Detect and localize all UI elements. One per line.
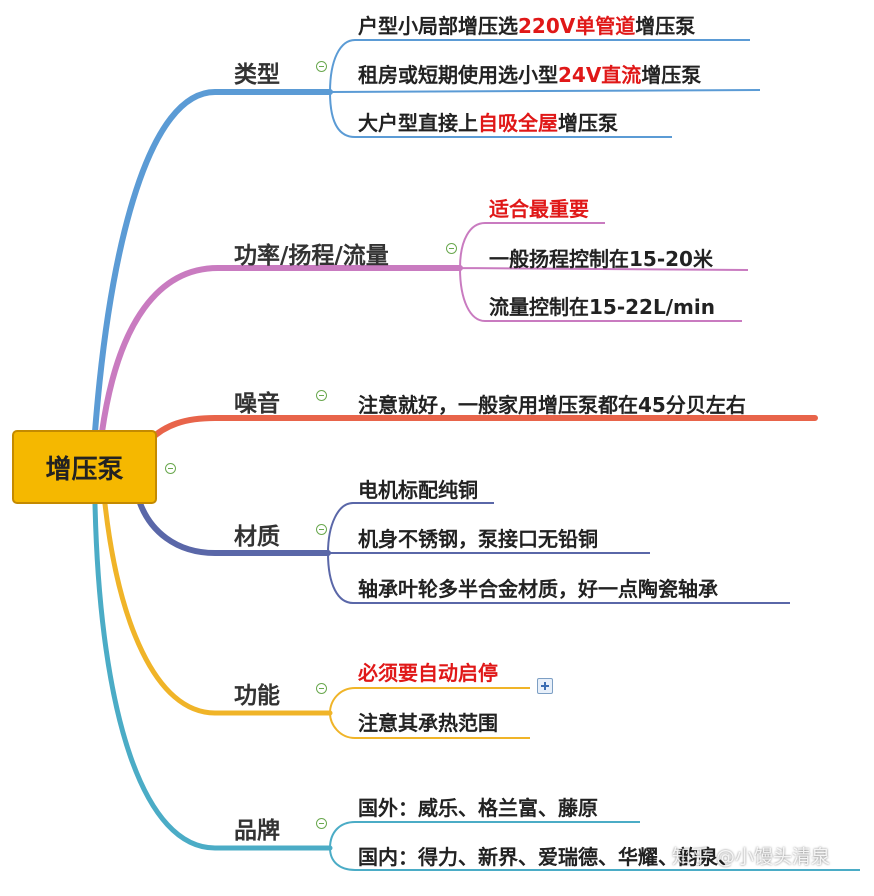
branch-label-material[interactable]: 材质: [234, 524, 280, 550]
collapse-toggle-icon[interactable]: [316, 818, 327, 829]
leaf-material-2[interactable]: 机身不锈钢，泵接口无铅铜: [358, 527, 598, 551]
leaf-function-2[interactable]: 注意其承热范围: [358, 711, 498, 735]
branch-label-noise[interactable]: 噪音: [234, 391, 280, 417]
collapse-toggle-icon[interactable]: [316, 61, 327, 72]
branch-label-function[interactable]: 功能: [234, 683, 280, 709]
collapse-toggle-icon[interactable]: [446, 243, 457, 254]
branch-curve-function: [102, 501, 333, 716]
leaf-power-2[interactable]: 一般扬程控制在15-20米: [489, 247, 713, 271]
sub-connector-brand: [329, 821, 860, 871]
leaf-type-3[interactable]: 大户型直接上自吸全屋增压泵: [358, 111, 618, 135]
leaf-brand-2[interactable]: 国内：得力、新界、爱瑞德、华耀、韵泉、: [358, 845, 738, 869]
collapse-toggle-icon[interactable]: [316, 683, 327, 694]
leaf-noise-1[interactable]: 注意就好，一般家用增压泵都在45分贝左右: [358, 393, 746, 417]
leaf-function-1[interactable]: 必须要自动启停: [358, 661, 498, 685]
leaf-power-3[interactable]: 流量控制在15-22L/min: [489, 295, 715, 319]
branch-curve-power: [99, 265, 463, 435]
sub-connector-type: [329, 39, 761, 138]
collapse-toggle-icon[interactable]: [316, 390, 327, 401]
sub-connector-function: [329, 687, 530, 739]
branch-curve-brand: [92, 501, 333, 851]
branch-label-power[interactable]: 功率/扬程/流量: [234, 243, 389, 269]
sub-connector-power: [459, 222, 749, 322]
collapse-toggle-icon[interactable]: [316, 524, 327, 535]
root-node[interactable]: 增压泵: [12, 430, 157, 504]
leaf-material-1[interactable]: 电机标配纯铜: [358, 478, 478, 502]
watermark: 知乎 @小馒头清泉: [672, 846, 831, 868]
collapse-toggle-icon[interactable]: [165, 463, 176, 474]
expand-plus-icon[interactable]: [537, 678, 553, 694]
branch-label-type[interactable]: 类型: [234, 62, 280, 88]
branch-label-brand[interactable]: 品牌: [234, 818, 280, 844]
leaf-type-1[interactable]: 户型小局部增压选220V单管道增压泵: [358, 14, 696, 38]
branch-curve-type: [92, 89, 333, 435]
leaf-brand-1[interactable]: 国外：威乐、格兰富、藤原: [358, 796, 598, 820]
branch-curve-material: [137, 500, 331, 556]
branch-curve-noise: [147, 415, 818, 443]
sub-connector-material: [327, 502, 790, 604]
leaf-type-2[interactable]: 租房或短期使用选小型24V直流增压泵: [358, 63, 702, 87]
root-label: 增压泵: [45, 454, 124, 485]
leaf-power-1[interactable]: 适合最重要: [489, 197, 589, 221]
leaf-material-3[interactable]: 轴承叶轮多半合金材质，好一点陶瓷轴承: [358, 577, 718, 601]
